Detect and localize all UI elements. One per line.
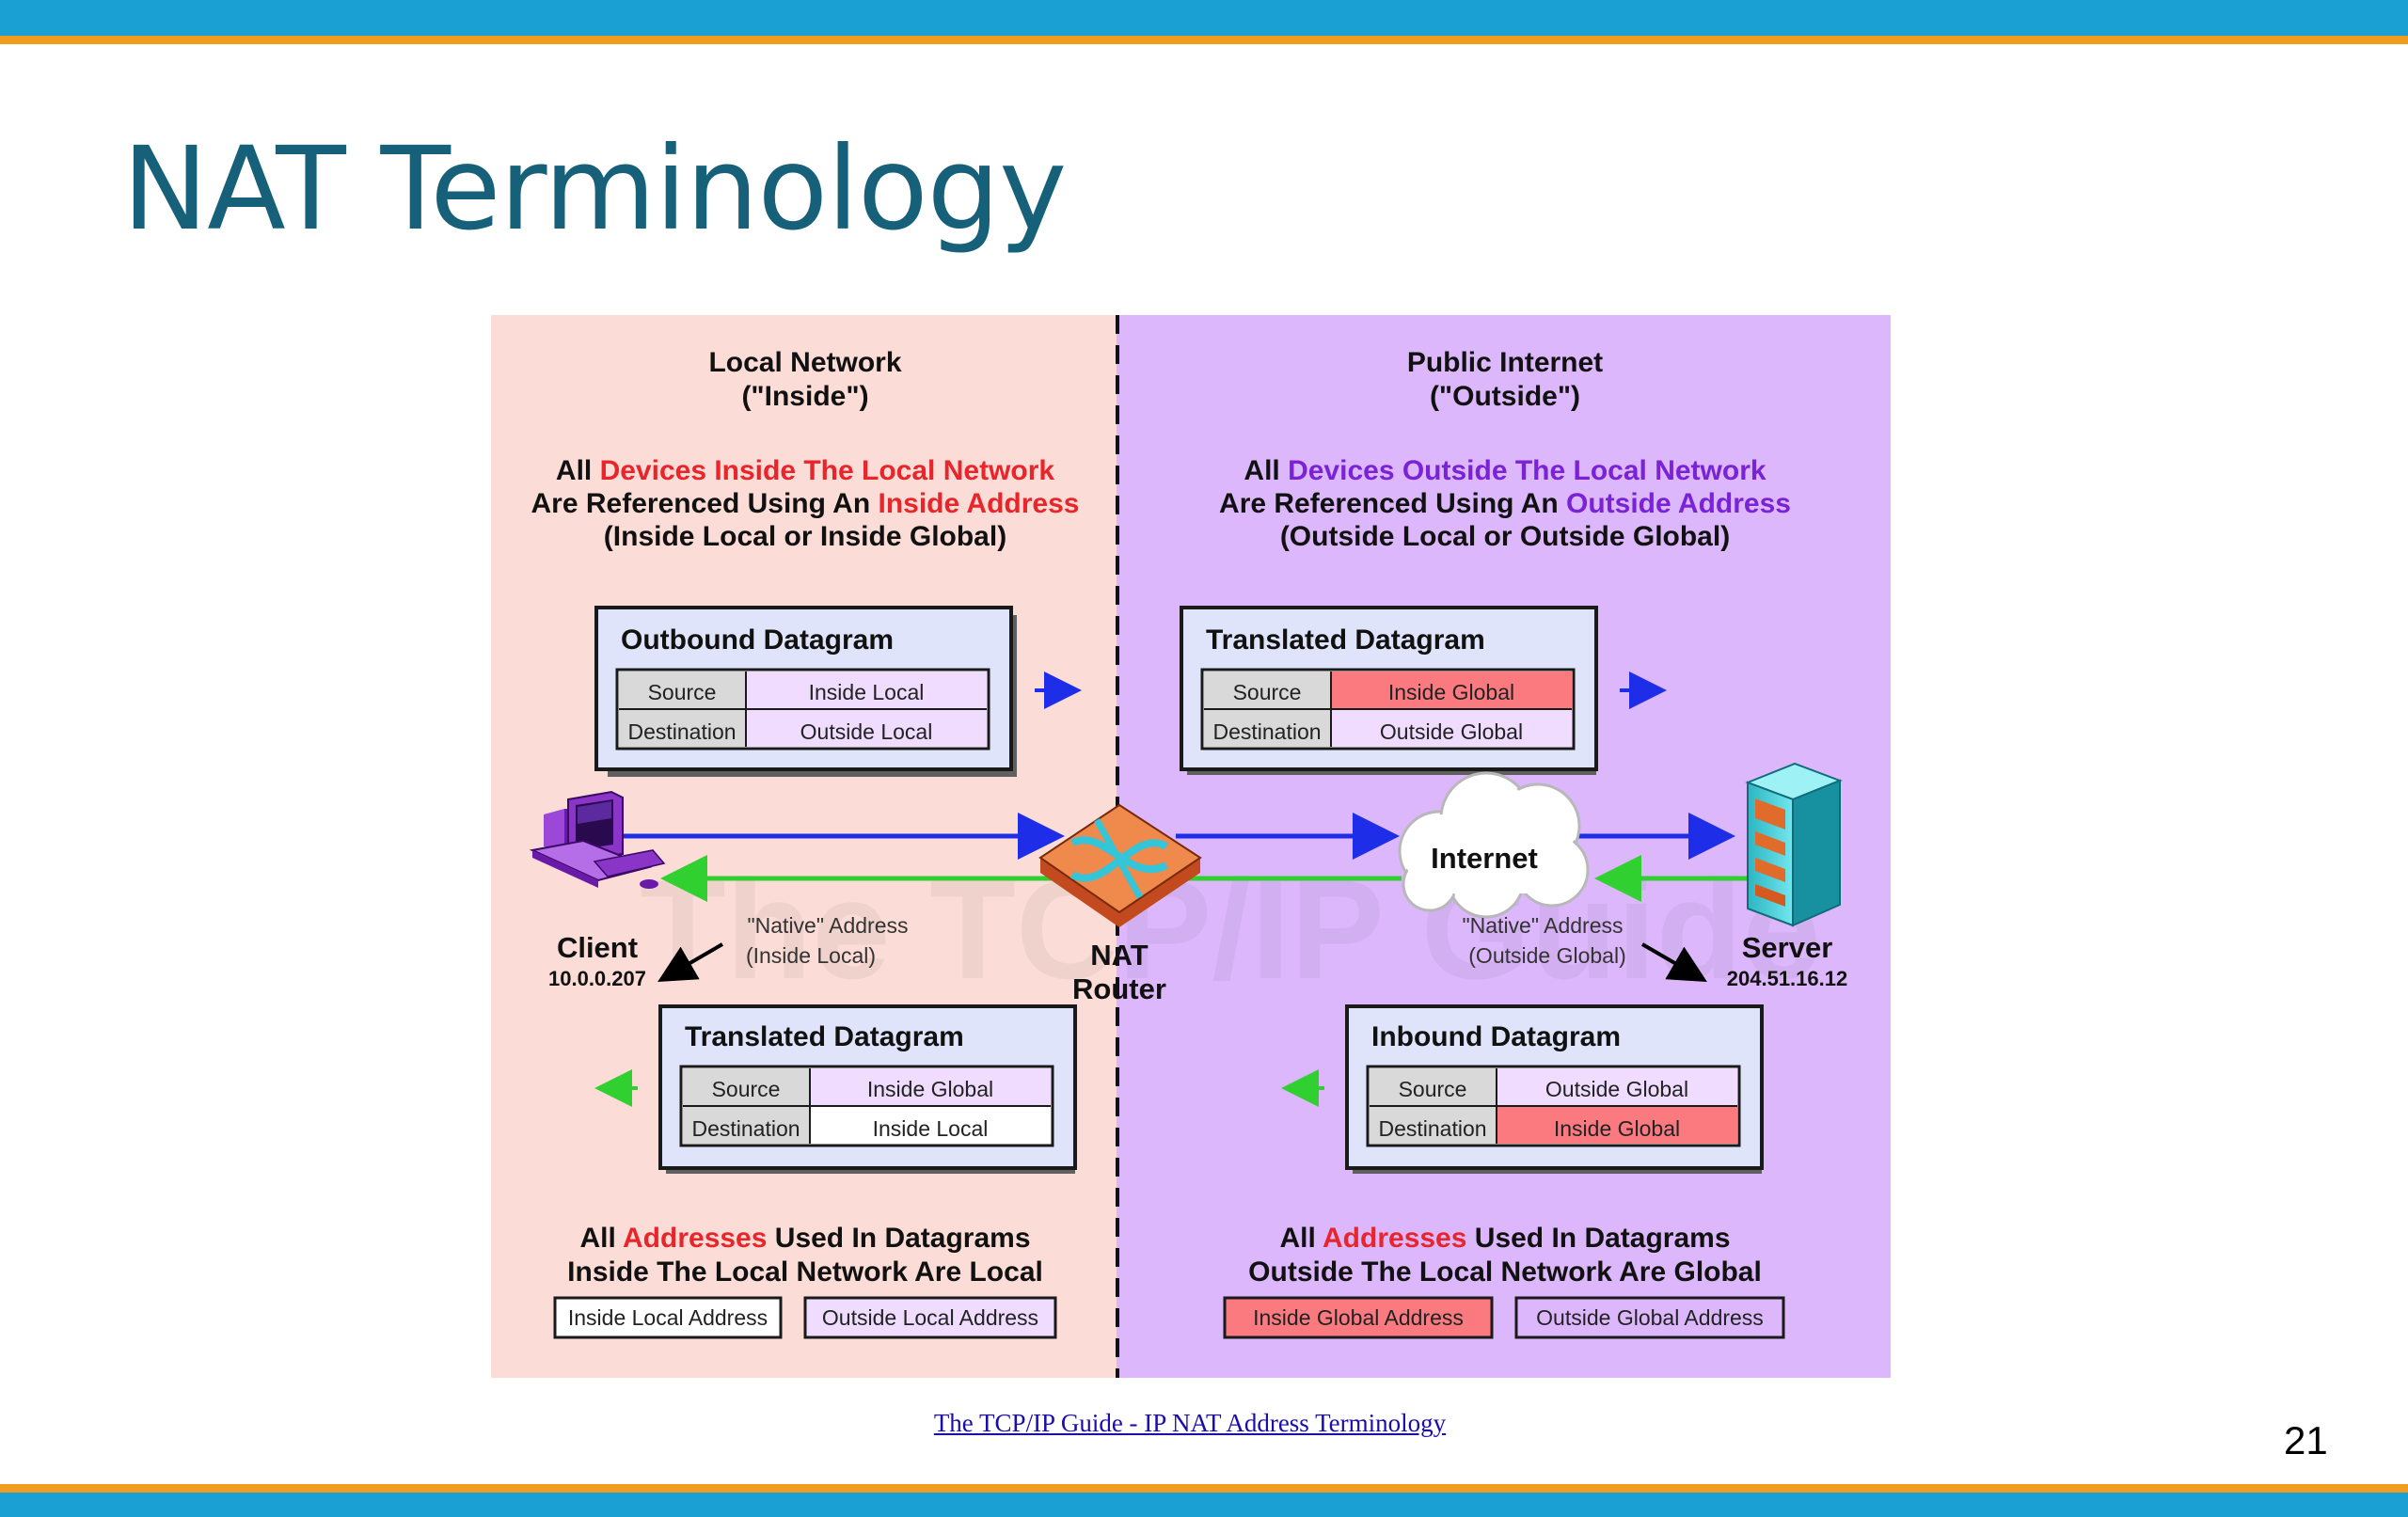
local-description-2: Are Referenced Using An Inside Address <box>531 488 1080 519</box>
local-footer-2: Inside The Local Network Are Local <box>567 1256 1043 1288</box>
server-ip: 204.51.16.12 <box>1727 967 1847 990</box>
translated-datagram-outbound: Translated Datagram Source Inside Global… <box>1180 606 1598 775</box>
server-native-address: "Native" Address <box>1462 913 1623 938</box>
inbound-dest-label: Destination <box>1378 1116 1486 1141</box>
translated-in-source-label: Source <box>712 1077 781 1101</box>
svg-text:Outside Global Address: Outside Global Address <box>1536 1305 1764 1330</box>
slide-title: NAT Terminology <box>122 122 1067 256</box>
public-description-2: Are Referenced Using An Outside Address <box>1219 488 1791 519</box>
translated-in-dest-label: Destination <box>691 1116 800 1141</box>
local-description-1: All Devices Inside The Local Network <box>556 455 1054 486</box>
svg-text:Outside Local Address: Outside Local Address <box>822 1305 1038 1330</box>
translated-datagram-inbound: Translated Datagram Source Inside Global… <box>658 1004 1077 1174</box>
bottom-blue-bar <box>0 1493 2408 1517</box>
server-icon <box>1745 762 1843 927</box>
client-native-address: "Native" Address <box>747 913 908 938</box>
client-native-pointer <box>657 942 724 983</box>
inbound-datagram: Inbound Datagram Source Outside Global D… <box>1345 1004 1764 1174</box>
translated-out-source-label: Source <box>1233 680 1302 704</box>
legend-outside-global: Outside Global Address <box>1514 1296 1785 1339</box>
outbound-title: Outbound Datagram <box>621 624 894 656</box>
public-footer-1: All Addresses Used In Datagrams <box>1279 1223 1730 1254</box>
internet-cloud-icon <box>1398 771 1590 919</box>
svg-text:Inside Global Address: Inside Global Address <box>1253 1305 1464 1330</box>
public-description-1: All Devices Outside The Local Network <box>1244 455 1766 486</box>
translated-out-dest-label: Destination <box>1212 719 1321 744</box>
public-footer-2: Outside The Local Network Are Global <box>1248 1256 1762 1288</box>
router-label-line2: Router <box>1072 972 1166 1005</box>
internet-label: Internet <box>1431 842 1538 875</box>
public-heading-sub: ("Outside") <box>1430 381 1580 412</box>
source-link[interactable]: The TCP/IP Guide - IP NAT Address Termin… <box>933 1409 1447 1437</box>
translated-out-source-value: Inside Global <box>1388 680 1514 704</box>
outbound-dest-label: Destination <box>627 719 736 744</box>
server-native-pointer <box>1640 942 1707 983</box>
client-native-address-type: (Inside Local) <box>746 943 876 968</box>
top-blue-bar <box>0 0 2408 36</box>
page-number: 21 <box>2284 1418 2328 1462</box>
local-heading: Local Network <box>708 347 901 378</box>
outbound-source-label: Source <box>648 680 717 704</box>
public-description-3: (Outside Local or Outside Global) <box>1280 521 1730 552</box>
server-native-address-type: (Outside Global) <box>1468 943 1625 968</box>
outbound-dest-value: Outside Local <box>800 719 933 744</box>
bottom-orange-stripe <box>0 1484 2408 1493</box>
svg-text:Inside Local Address: Inside Local Address <box>568 1305 768 1330</box>
router-label-line1: NAT <box>1090 939 1148 972</box>
server-name: Server <box>1742 931 1833 964</box>
translated-out-title: Translated Datagram <box>1206 624 1485 656</box>
inbound-source-value: Outside Global <box>1545 1077 1688 1101</box>
client-computer-icon <box>529 790 666 889</box>
local-footer-1: All Addresses Used In Datagrams <box>579 1223 1030 1254</box>
top-orange-stripe <box>0 36 2408 44</box>
client-ip: 10.0.0.207 <box>548 967 646 990</box>
inbound-title: Inbound Datagram <box>1371 1021 1621 1052</box>
nat-router-icon <box>1038 803 1202 927</box>
legend-inside-local: Inside Local Address <box>553 1296 783 1339</box>
legend-inside-global: Inside Global Address <box>1223 1296 1494 1339</box>
local-heading-sub: ("Inside") <box>741 381 868 412</box>
translated-in-dest-value: Inside Local <box>873 1116 989 1141</box>
inbound-source-label: Source <box>1399 1077 1467 1101</box>
translated-in-source-value: Inside Global <box>867 1077 993 1101</box>
outbound-datagram: Outbound Datagram Source Inside Local De… <box>594 606 1017 777</box>
translated-in-title: Translated Datagram <box>685 1021 964 1052</box>
inbound-dest-value: Inside Global <box>1554 1116 1680 1141</box>
public-heading: Public Internet <box>1407 347 1603 378</box>
translated-out-dest-value: Outside Global <box>1380 719 1523 744</box>
legend-outside-local: Outside Local Address <box>803 1296 1057 1339</box>
outbound-source-value: Inside Local <box>809 680 925 704</box>
client-name: Client <box>557 931 638 964</box>
local-description-3: (Inside Local or Inside Global) <box>604 521 1006 552</box>
